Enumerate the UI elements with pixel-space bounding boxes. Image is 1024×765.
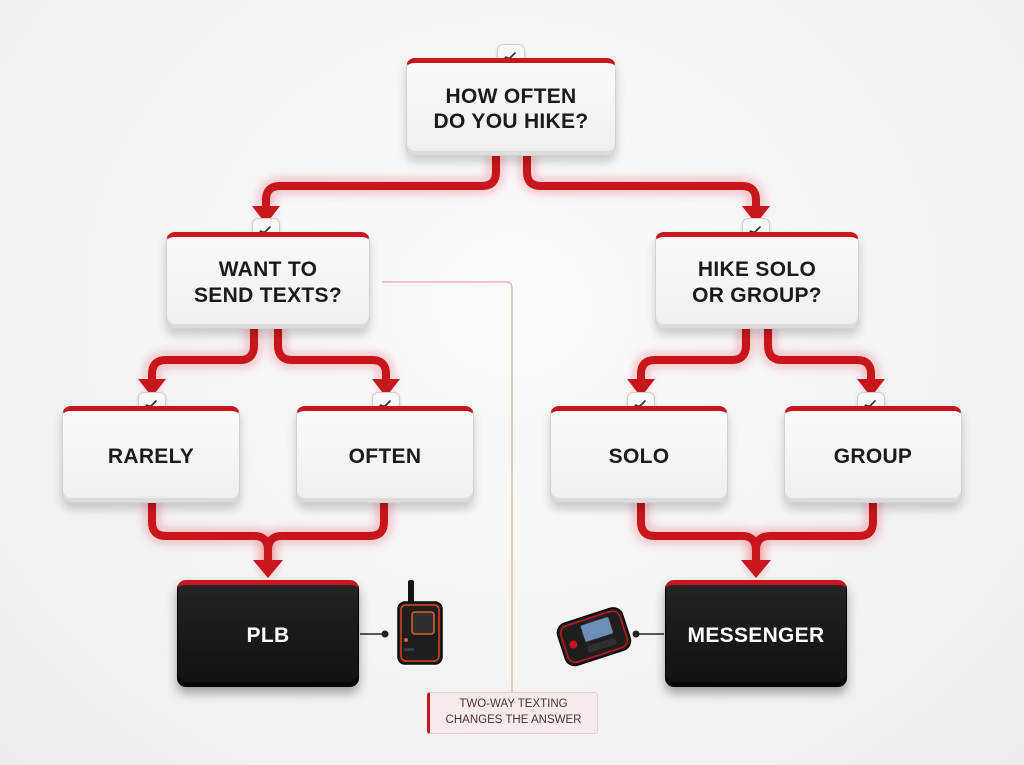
arrowheads [138,206,885,578]
note-leader-line [382,281,513,692]
option-group-node: GROUP [784,406,962,503]
arrowhead [742,206,770,224]
option-solo-node: SOLO [550,406,728,503]
arrowhead [857,379,885,397]
arrowhead [741,560,771,578]
texting-note: TWO-WAY TEXTING CHANGES THE ANSWER [427,692,598,734]
arrowhead [253,560,283,578]
arrowhead [372,379,400,397]
option-rarely-node: RARELY [62,406,240,503]
arrowhead [138,379,166,397]
arrowhead [627,379,655,397]
satellite-messenger-icon [556,607,632,667]
radio-beacon-icon [397,580,443,665]
connectors [148,151,877,570]
right-question-node: HIKE SOLO OR GROUP? [655,232,859,329]
arrowhead [252,206,280,224]
left-question-node: WANT TO SEND TEXTS? [166,232,370,329]
option-often-node: OFTEN [296,406,474,503]
result-plb-node: PLB [177,580,359,687]
root-question-node: HOW OFTEN DO YOU HIKE? [406,58,616,156]
result-messenger-node: MESSENGER [665,580,847,687]
